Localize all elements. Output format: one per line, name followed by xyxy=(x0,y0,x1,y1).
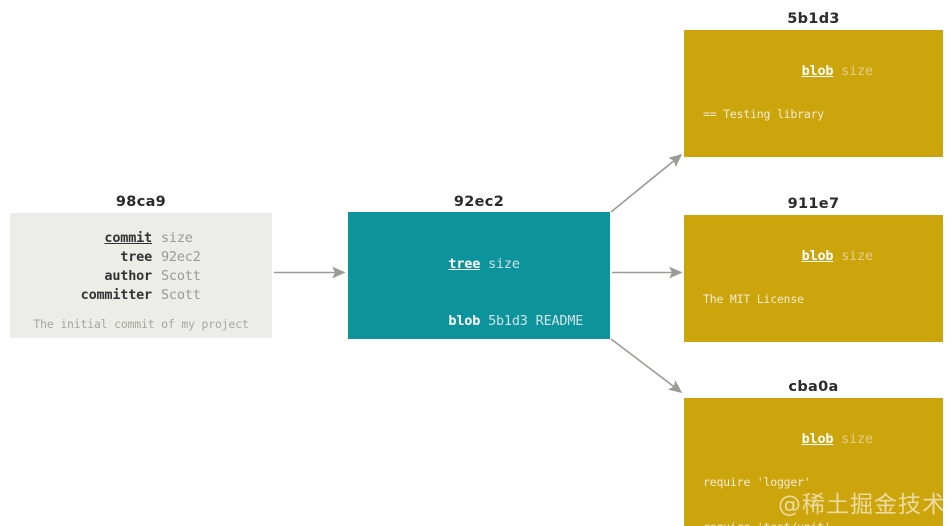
blob-5b1d3-key: blob xyxy=(801,63,834,79)
blob-911e7-content: The MIT License Copyright (c) 2008 Scott… xyxy=(703,262,937,342)
commit-value-tree: 92ec2 xyxy=(161,249,201,265)
tree-key-tree: tree xyxy=(448,256,481,272)
commit-key-tree: tree xyxy=(120,249,152,265)
blob-5b1d3-spacer xyxy=(703,152,937,157)
blob-cba0a-hash-label: cba0a xyxy=(788,379,839,395)
commit-key-commit: commit xyxy=(104,230,152,246)
blob-cba0a-content: require 'logger' require 'test/unit' cla… xyxy=(703,445,937,526)
tree-row-readme: blob 5b1d3 README xyxy=(385,293,591,339)
commit-value-committer: Scott xyxy=(161,287,201,303)
blob-911e7-size: size xyxy=(841,248,873,264)
blob-cba0a-line-2: require 'test/unit' xyxy=(703,520,937,526)
commit-value-author: Scott xyxy=(161,268,201,284)
blob-911e7-spacer-1 xyxy=(703,337,937,342)
tree-hash-label: 92ec2 xyxy=(453,194,505,210)
blob-cba0a-header: blob size xyxy=(684,415,943,463)
blob-object-box-cba0a[interactable]: blob size require 'logger' require 'test… xyxy=(684,398,943,526)
blob-5b1d3-content: == Testing library This library is used … xyxy=(703,77,937,157)
blob-5b1d3-size: size xyxy=(841,63,873,79)
commit-row-author: author Scott xyxy=(10,267,272,286)
commit-hash-label: 98ca9 xyxy=(115,194,167,210)
tree-entry-list: tree size blob 5b1d3 README blob 911e7 L… xyxy=(385,236,591,339)
commit-message: The initial commit of my project xyxy=(33,317,249,331)
tree-object-box[interactable]: tree size blob 5b1d3 README blob 911e7 L… xyxy=(348,212,610,339)
tree-key-blob-readme: blob xyxy=(448,313,481,329)
blob-5b1d3-hash-label: 5b1d3 xyxy=(787,11,840,27)
blob-5b1d3-line-1: == Testing library xyxy=(703,107,825,121)
commit-row-committer: committer Scott xyxy=(10,286,272,305)
blob-cba0a-line-1: require 'logger' xyxy=(703,475,811,489)
tree-value-readme: 5b1d3 README xyxy=(488,313,584,329)
commit-row-commit: commit size xyxy=(10,229,272,248)
blob-911e7-key: blob xyxy=(801,248,834,264)
tree-value-size-text: size xyxy=(488,256,520,272)
blob-911e7-hash-label: 911e7 xyxy=(787,196,840,212)
commit-value-size: size xyxy=(161,230,193,246)
blob-object-box-5b1d3[interactable]: blob size == Testing library This librar… xyxy=(684,30,943,157)
blob-911e7-header: blob size xyxy=(684,232,943,280)
commit-key-committer: committer xyxy=(80,287,153,303)
blob-object-box-911e7[interactable]: blob size The MIT License Copyright (c) … xyxy=(684,215,943,342)
commit-key-author: author xyxy=(104,268,152,284)
blob-cba0a-key: blob xyxy=(801,431,834,447)
tree-value-size xyxy=(480,256,488,272)
commit-row-tree: tree 92ec2 xyxy=(10,248,272,267)
blob-cba0a-size: size xyxy=(841,431,873,447)
watermark: @稀土掘金技术社区 xyxy=(778,492,951,518)
arrow-tree-to-blob-cba0a xyxy=(610,338,683,393)
tree-row-tree: tree size xyxy=(385,236,591,293)
blob-5b1d3-header: blob size xyxy=(684,47,943,95)
blob-911e7-line-1: The MIT License xyxy=(703,292,804,306)
arrow-tree-to-blob-5b1d3 xyxy=(610,153,683,213)
